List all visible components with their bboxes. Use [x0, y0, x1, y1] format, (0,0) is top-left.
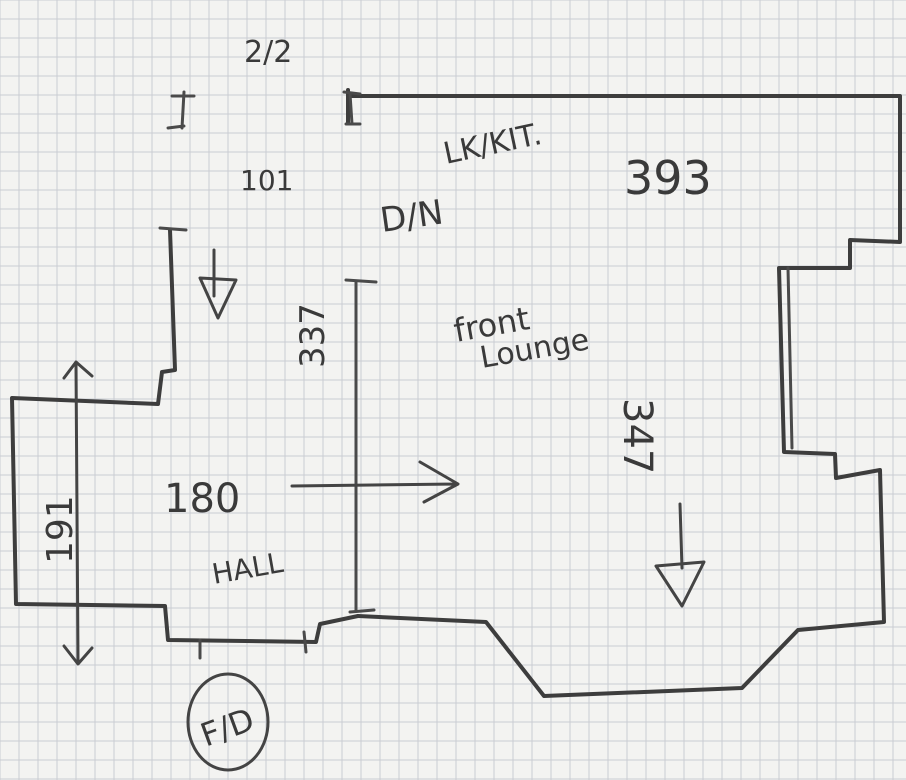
left-hall-wall — [10, 228, 360, 644]
label-width-347: 347 — [614, 398, 660, 474]
partition-wall-bottom-tick — [348, 608, 376, 614]
label-hall-180: 180 — [164, 476, 240, 522]
front-door-ticks — [198, 630, 308, 660]
label-ceiling-height: 2/2 — [244, 35, 292, 70]
outer-walls — [10, 88, 902, 698]
dimension-arrow-191 — [62, 360, 94, 666]
partition-wall-top-tick — [344, 278, 378, 284]
label-hall-191: 191 — [40, 495, 81, 564]
left-wall-top-tick — [158, 226, 188, 232]
arrow-down-hall — [198, 248, 238, 320]
inner-wall-segment — [786, 266, 794, 450]
doorway-left-marker — [166, 90, 196, 130]
label-length-393: 393 — [624, 151, 712, 205]
top-right-wall — [346, 88, 902, 698]
direction-arrows — [62, 248, 706, 666]
doorway-right-marker — [342, 90, 362, 126]
arrow-down-lounge — [654, 502, 706, 608]
arrow-right-hall-to-lounge — [290, 460, 460, 504]
label-width-101: 101 — [240, 164, 293, 197]
label-dining: D/N — [378, 193, 446, 241]
label-height-337: 337 — [293, 303, 333, 368]
front-door-circle — [186, 672, 270, 772]
